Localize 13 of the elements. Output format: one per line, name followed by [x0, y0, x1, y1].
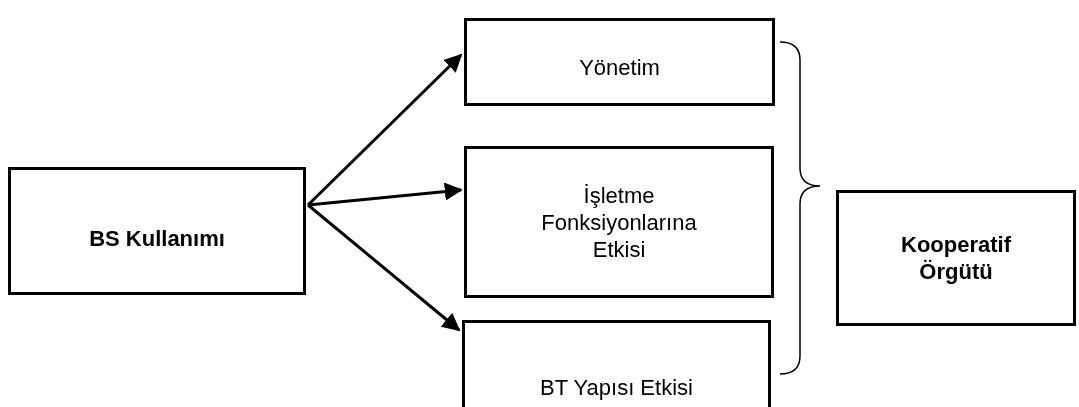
process-box	[836, 190, 1076, 326]
arrow	[306, 53, 463, 207]
arrow	[307, 203, 461, 332]
process-box	[464, 18, 775, 106]
box-label: Kooperatif Örgütü	[900, 231, 1012, 285]
process-box	[462, 320, 771, 407]
box-label: BS Kullanımı	[89, 225, 225, 252]
box-label: Yönetim	[579, 53, 660, 81]
arrow	[307, 182, 463, 207]
process-box	[8, 167, 306, 295]
box-label: İşletme Fonksiyonlarına Etkisi	[540, 181, 698, 263]
box-label: BT Yapısı Etkisi	[540, 374, 693, 401]
process-box	[464, 146, 774, 298]
